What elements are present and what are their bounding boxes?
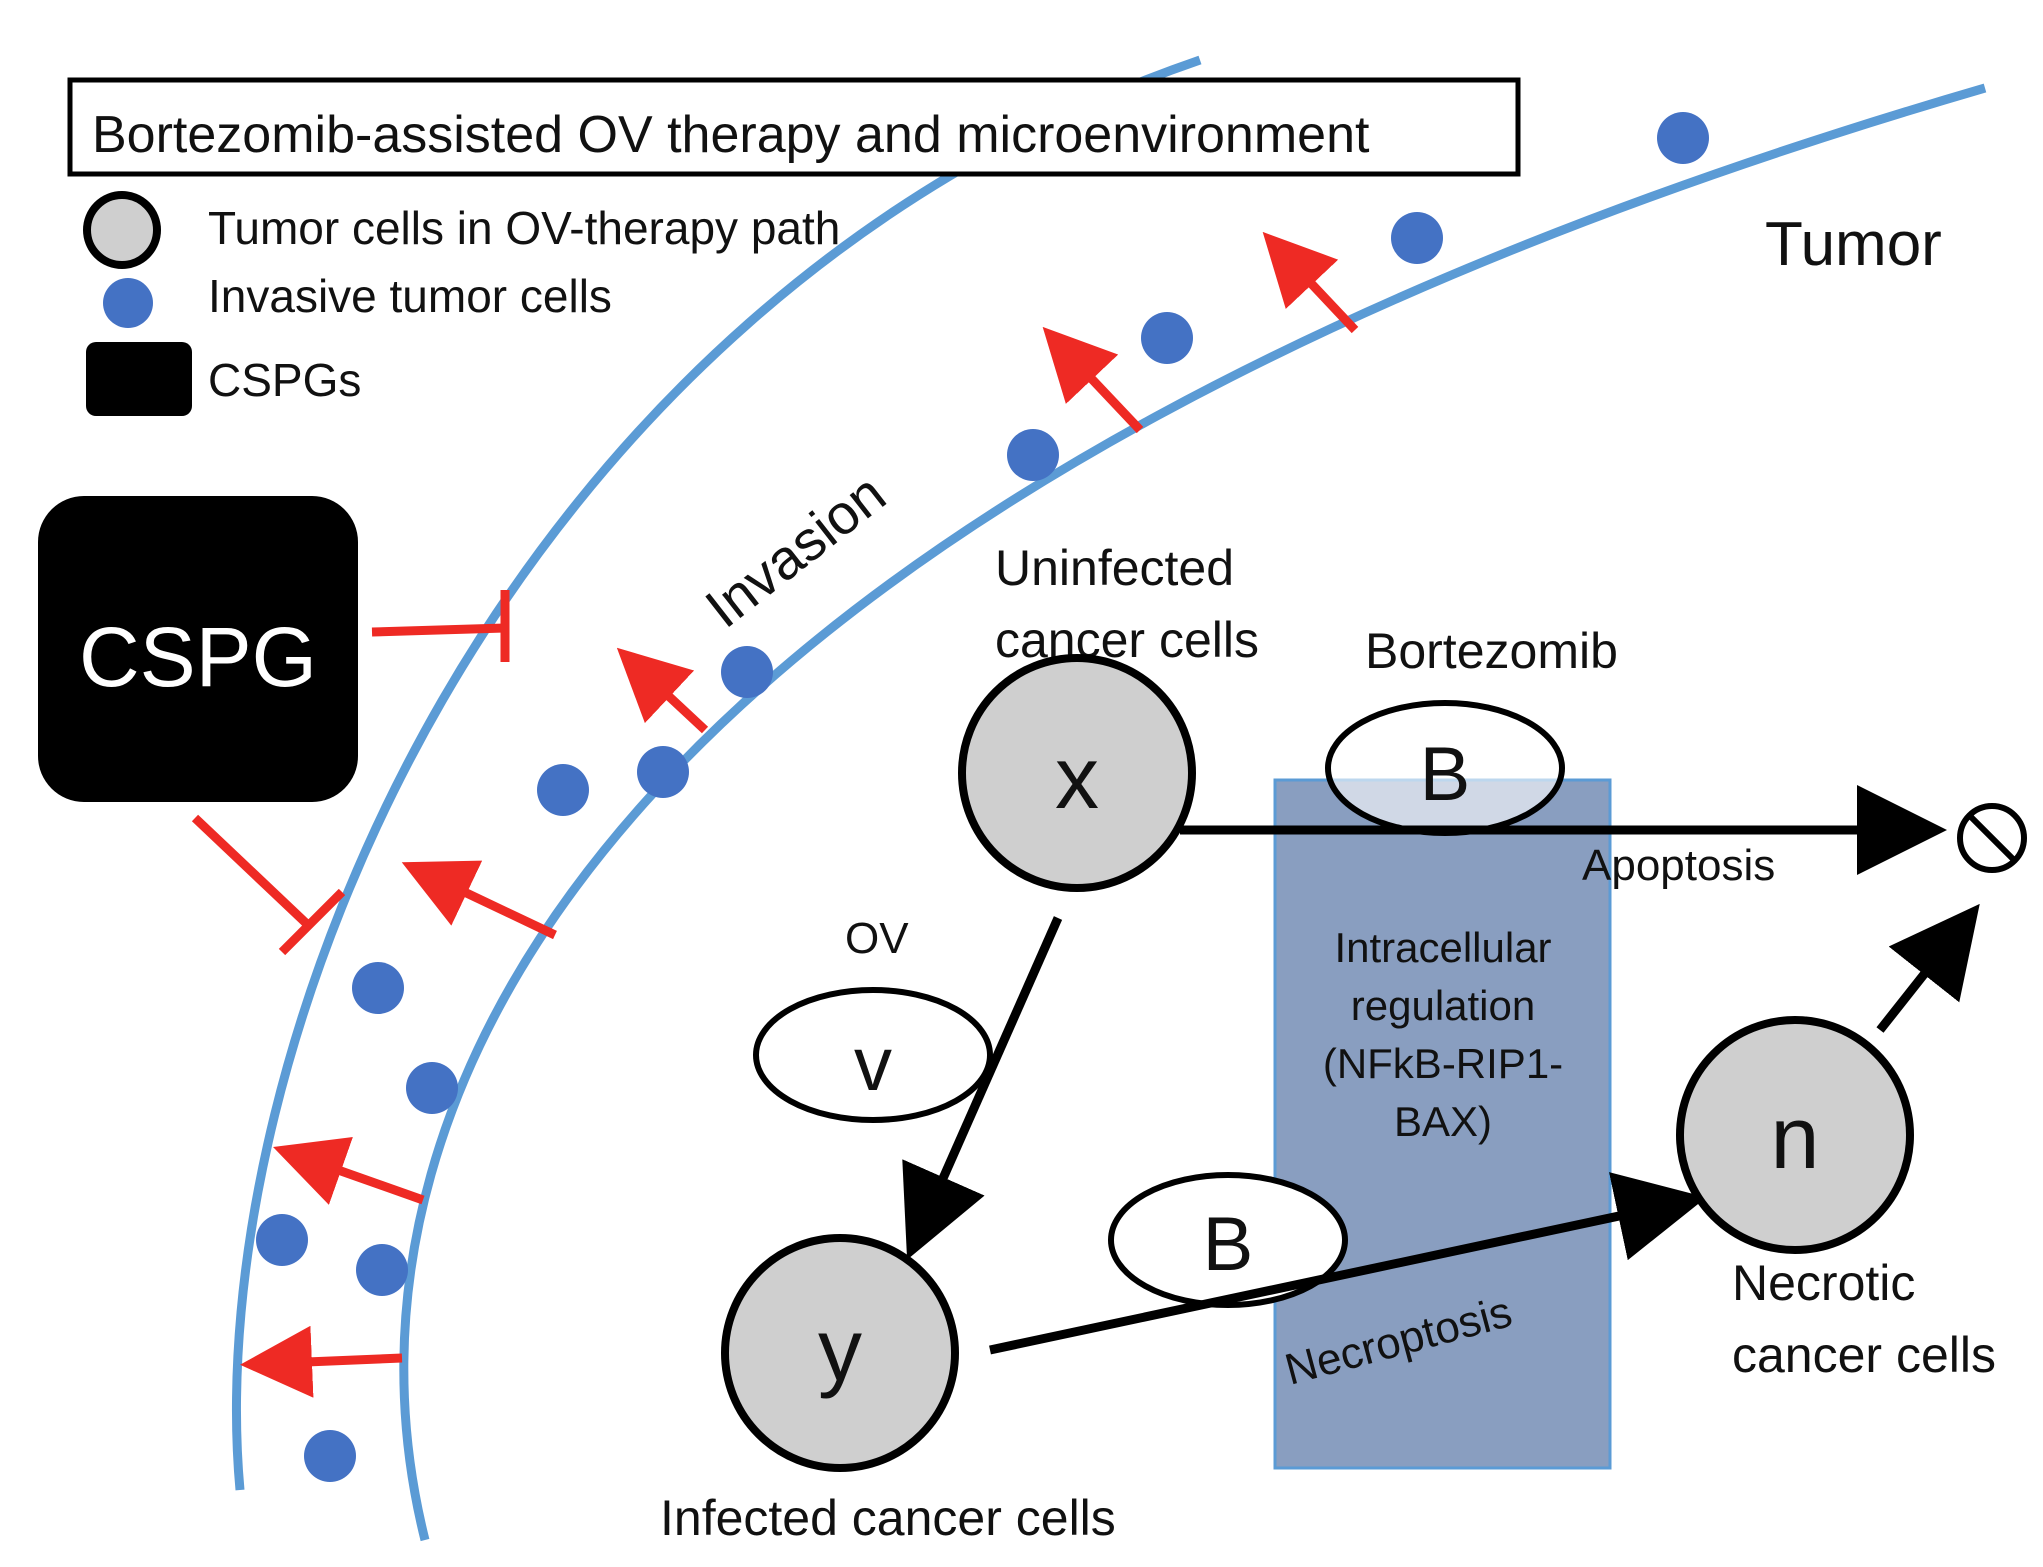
cell-death-icon-slash — [1967, 813, 2017, 863]
invasion-label: Invasion — [694, 461, 897, 639]
infected-label: Infected cancer cells — [660, 1490, 1116, 1546]
necrosis-death-arrow — [1876, 903, 1980, 1033]
bortezomib-label: Bortezomib — [1365, 623, 1618, 679]
ov-symbol: v — [854, 1022, 892, 1107]
regulation-line2: regulation — [1351, 982, 1535, 1029]
invasive-cell — [1007, 429, 1059, 481]
uninfected-label-line1: Uninfected — [995, 540, 1234, 596]
legend-tumor-cell-icon — [83, 191, 161, 269]
inhibit-line-upper — [371, 623, 506, 637]
uninfected-label-line2: cancer cells — [995, 612, 1259, 668]
invasive-cell — [304, 1430, 356, 1482]
regulation-line1: Intracellular — [1334, 924, 1551, 971]
invasion-arrow — [1262, 231, 1359, 334]
bortezomib-symbol-top: B — [1420, 732, 1471, 817]
invasive-cell — [1657, 112, 1709, 164]
invasion-arrow — [616, 647, 709, 734]
invasive-cell — [406, 1062, 458, 1114]
legend-cspgs-label: CSPGs — [208, 354, 361, 406]
legend-invasive-cell-icon — [103, 278, 153, 328]
infected-cell-node — [721, 1234, 959, 1472]
band-outer-line — [399, 83, 1987, 1542]
ov-label: OV — [845, 914, 909, 963]
necrotic-label-line2: cancer cells — [1732, 1327, 1996, 1383]
invasion-arrow — [1042, 326, 1144, 434]
invasion-arrow — [273, 1137, 425, 1205]
cspg-box — [38, 496, 358, 802]
invasive-cell — [256, 1214, 308, 1266]
title-text: Bortezomib-assisted OV therapy and micro… — [92, 106, 1370, 164]
tumor-region-label: Tumor — [1765, 210, 1942, 279]
invasive-cell — [637, 746, 689, 798]
invasive-cells — [256, 112, 1709, 1482]
necrotic-cell-node — [1676, 1016, 1914, 1254]
legend-cspg-icon — [86, 342, 192, 416]
band-inner-line — [232, 55, 1202, 1491]
inhibit-bar-lower — [278, 888, 346, 956]
invasive-cell — [1141, 312, 1193, 364]
invasive-cell — [537, 764, 589, 816]
infection-arrow — [902, 916, 1063, 1260]
necrotic-cell-symbol: n — [1771, 1088, 1820, 1187]
regulation-line3: (NFkB-RIP1- — [1323, 1040, 1563, 1087]
invasion-arrow — [240, 1325, 403, 1398]
apoptosis-label: Apoptosis — [1582, 841, 1775, 890]
invasion-arrow — [401, 860, 557, 940]
inhibit-line-lower — [191, 814, 312, 929]
regulation-line4: BAX) — [1394, 1098, 1492, 1145]
bortezomib-ellipse-bottom — [1108, 1172, 1348, 1308]
cspg-box-label: CSPG — [79, 610, 317, 704]
infected-cell-symbol: y — [818, 1300, 862, 1399]
invasive-cell — [1391, 212, 1443, 264]
invasive-cell — [352, 962, 404, 1014]
uninfected-cell-node — [958, 654, 1196, 892]
bortezomib-symbol-bottom: B — [1203, 1202, 1254, 1287]
invasive-cell — [356, 1244, 408, 1296]
necroptosis-arrow — [989, 1172, 1707, 1355]
legend-tumor-cells-label: Tumor cells in OV-therapy path — [208, 202, 840, 254]
invasive-cell — [721, 646, 773, 698]
ov-ellipse — [753, 987, 993, 1123]
title-box — [67, 77, 1521, 177]
invasion-arrows — [240, 231, 1359, 1398]
necrotic-label-line1: Necrotic — [1732, 1255, 1915, 1311]
uninfected-cell-symbol: x — [1055, 728, 1099, 827]
legend-invasive-cells-label: Invasive tumor cells — [208, 270, 612, 322]
